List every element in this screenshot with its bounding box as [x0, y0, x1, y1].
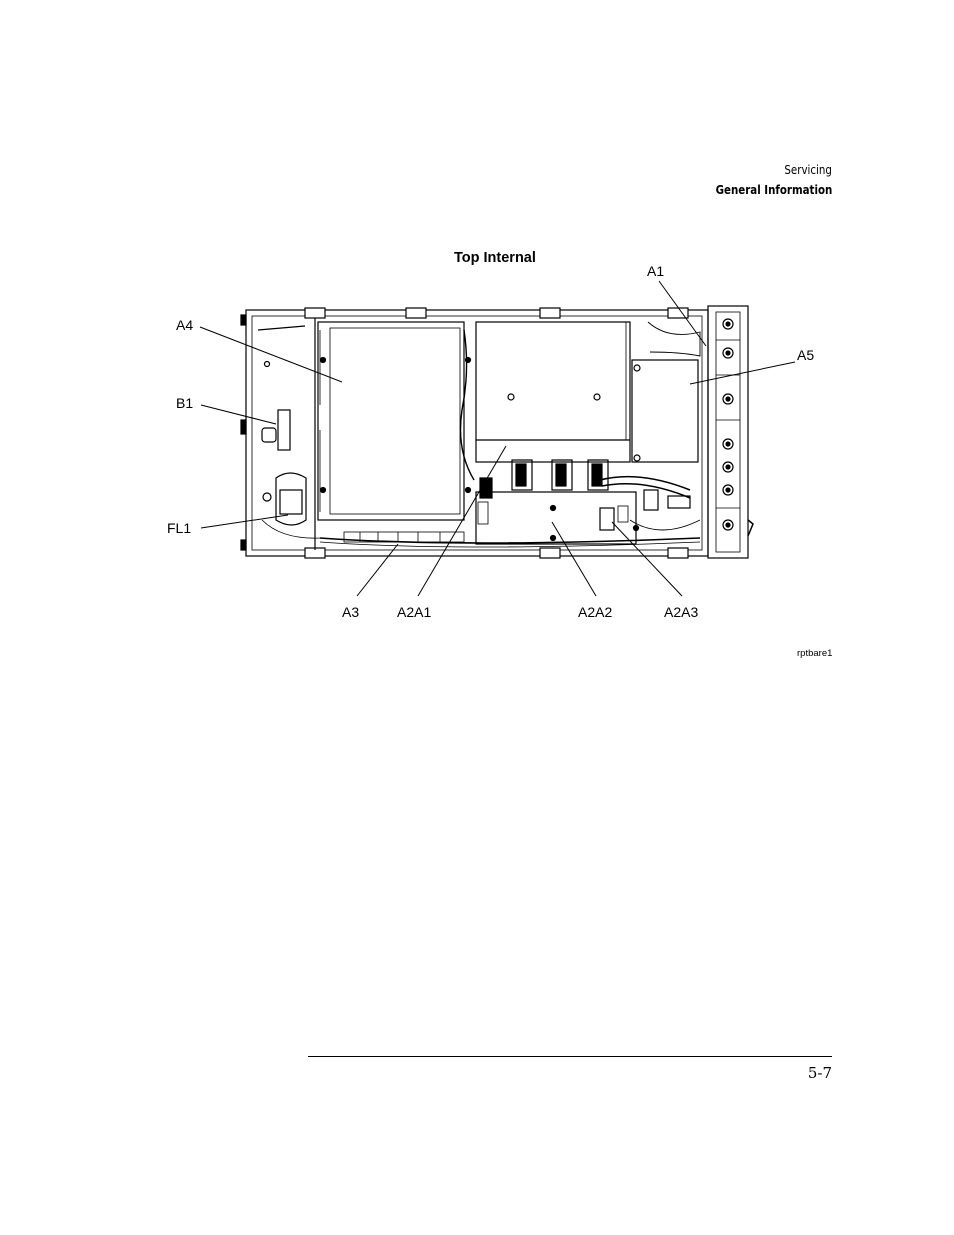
callout-fl1: FL1	[167, 520, 192, 536]
callout-a5: A5	[797, 347, 815, 363]
figure-title: Top Internal	[454, 250, 536, 266]
callout-a2a2: A2A2	[578, 604, 613, 620]
footer-rule	[308, 1056, 832, 1057]
running-header-section: Servicing	[784, 162, 832, 177]
page-number: 5-7	[807, 1064, 832, 1082]
callout-a2a1: A2A1	[397, 604, 432, 620]
callout-a2a3: A2A3	[664, 604, 699, 620]
callout-a3: A3	[342, 604, 360, 620]
callout-a4: A4	[176, 317, 194, 333]
callout-a1: A1	[647, 263, 665, 279]
running-header-chapter: General Information	[715, 182, 832, 197]
callout-b1: B1	[176, 395, 194, 411]
figure-id: rptbare1	[797, 648, 833, 659]
